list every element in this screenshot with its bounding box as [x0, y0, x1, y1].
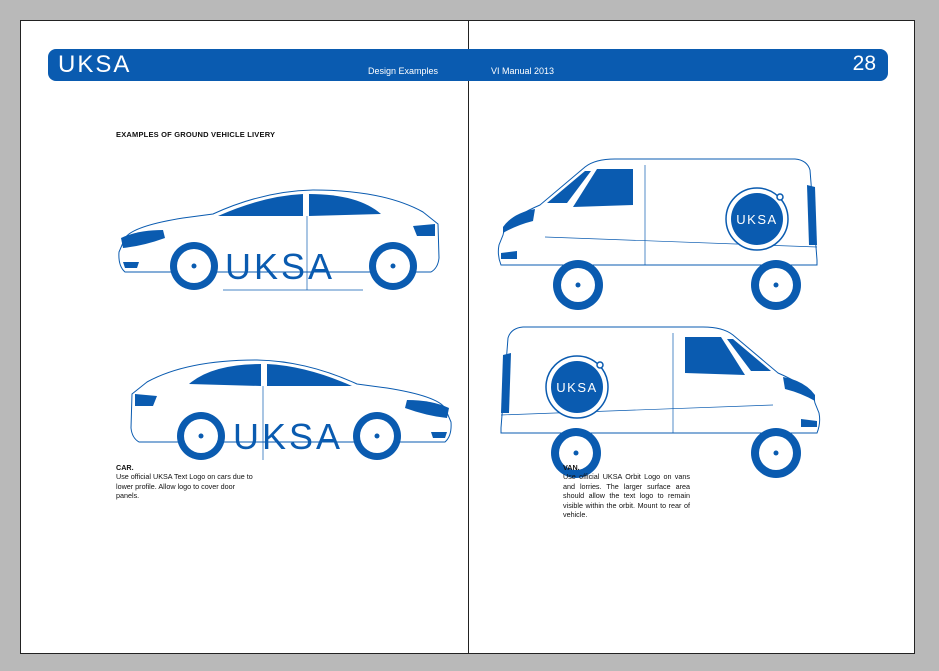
car-caption-body: Use official UKSA Text Logo on cars due … — [116, 472, 253, 501]
page-number: 28 — [852, 52, 876, 75]
car-logo-bottom: UKSA — [233, 416, 343, 457]
van-illustration-bottom: UKSA — [500, 326, 821, 478]
header-band: UKSA Design Examples VI Manual 2013 28 — [48, 49, 888, 81]
van-logo-bottom: UKSA — [556, 380, 597, 395]
car-illustration-top: UKSA — [118, 189, 440, 291]
manual-title: VI Manual 2013 — [491, 66, 555, 76]
section-title: Design Examples — [368, 66, 439, 76]
car-illustration-bottom: UKSA — [130, 359, 452, 460]
van-illustration-top: UKSA — [497, 158, 818, 310]
car-caption-title: CAR. — [116, 463, 134, 472]
van-caption-body: Use official UKSA Orbit Logo on vans and… — [563, 472, 690, 520]
section-heading: EXAMPLES OF GROUND VEHICLE LIVERY — [116, 130, 276, 139]
van-logo-top: UKSA — [736, 212, 777, 227]
brand-logo: UKSA — [58, 51, 132, 78]
van-caption: VAN. Use official UKSA Orbit Logo on van… — [563, 463, 690, 519]
page-gutter — [468, 21, 469, 653]
car-caption: CAR. Use official UKSA Text Logo on cars… — [116, 463, 256, 501]
van-caption-title: VAN. — [563, 463, 580, 472]
document-spread: UKSA Design Examples VI Manual 2013 28 E… — [20, 20, 915, 654]
car-logo-top: UKSA — [225, 246, 335, 287]
